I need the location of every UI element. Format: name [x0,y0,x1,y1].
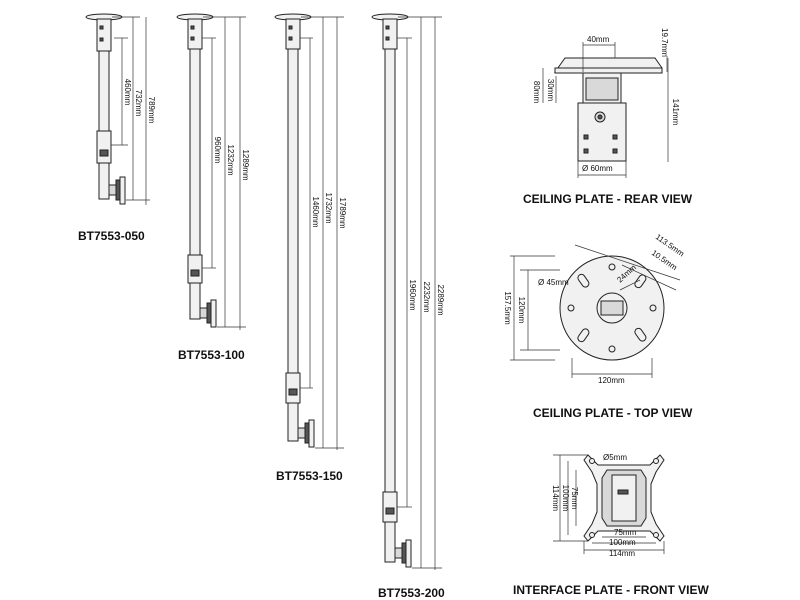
dim-200-outer: 2289mm [436,284,445,315]
ceiling-plate-top-view [510,244,681,378]
front-dim-114-h: 114mm [609,549,635,558]
dim-200-inner: 1960mm [408,279,417,310]
top-dim-157-5: 157.5mm [503,291,512,325]
front-view-title: INTERFACE PLATE - FRONT VIEW [513,583,709,597]
top-dim-120-v: 120mm [517,297,526,324]
dim-100-inner: 960mm [213,137,222,164]
dim-200-mid: 2232mm [422,281,431,312]
front-dim-5: Ø5mm [603,453,627,462]
rear-dim-80: 80mm [532,81,541,104]
top-dim-45: Ø 45mm [538,278,569,287]
front-dim-100-v: 100mm [561,485,570,512]
front-dim-100-h: 100mm [609,538,636,547]
dim-150-inner: 1460mm [311,196,320,227]
dim-050-outer: 789mm [147,97,156,124]
rear-dim-141: 141mm [671,99,680,126]
top-dim-120-h: 120mm [598,376,625,385]
interface-plate-front-view [553,454,665,554]
dim-100-mid: 1232mm [226,144,235,175]
rear-dim-19-7: 19.7mm [660,28,669,57]
pole-bt7553-200 [371,13,442,570]
pole-bt7553-100 [176,13,246,330]
dim-050-inner: 460mm [123,79,132,106]
dim-150-outer: 1789mm [338,197,347,228]
model-label-200: BT7553-200 [378,586,445,600]
pole-bt7553-050 [85,13,150,205]
pole-bt7553-150 [274,13,344,450]
dim-050-mid: 732mm [134,90,143,117]
rear-dim-60: Ø 60mm [582,164,613,173]
front-dim-75-v: 75mm [570,487,579,510]
model-label-100: BT7553-100 [178,348,245,362]
top-view-title: CEILING PLATE - TOP VIEW [533,406,693,420]
dim-100-outer: 1289mm [241,149,250,180]
model-label-050: BT7553-050 [78,229,145,243]
ceiling-plate-rear-view [542,42,669,178]
rear-view-title: CEILING PLATE - REAR VIEW [523,192,693,206]
rear-dim-40: 40mm [587,35,610,44]
dim-150-mid: 1732mm [324,192,333,223]
rear-dim-30: 30mm [546,79,555,102]
model-label-150: BT7553-150 [276,469,343,483]
front-dim-114-v: 114mm [551,485,560,511]
front-dim-75-h: 75mm [614,528,637,537]
